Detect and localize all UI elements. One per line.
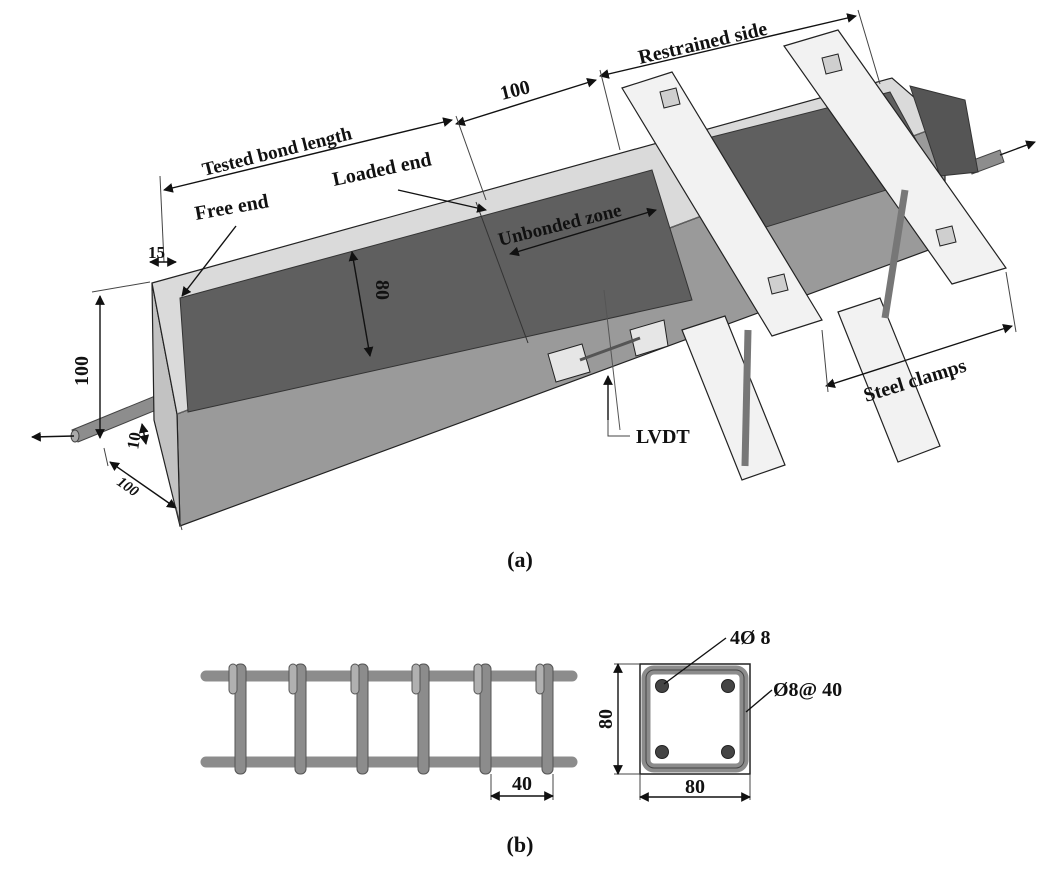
free-end-pointer (181, 225, 237, 297)
unbonded-zone-start-line (475, 201, 529, 344)
stirrup (541, 663, 554, 775)
dim-10-line (138, 423, 150, 445)
dim-100-height-label: 100 (71, 356, 93, 386)
lvdt-device (547, 319, 669, 383)
longitudinal-bars-label: 4Ø 8 (730, 627, 771, 649)
dim-100-width-label: 100 (114, 474, 142, 500)
loaded-end-pointer (397, 189, 487, 213)
unbonded-zone-end-line (603, 289, 621, 431)
width-80-label: 80 (685, 776, 705, 798)
load-arrow-right-icon (999, 140, 1036, 156)
stirrups-pointer (745, 689, 773, 713)
loaded-end-label: Loaded end (330, 148, 433, 190)
dim-80-line (348, 251, 374, 357)
stirrup (417, 663, 430, 775)
spacing-40-label: 40 (512, 773, 532, 795)
stirrup (356, 663, 369, 775)
dim-15-label: 15 (148, 243, 165, 262)
unbonded-zone-dimension (509, 207, 657, 257)
stirrup (234, 663, 247, 775)
restrained-side-label: Restrained side (636, 18, 769, 69)
steel-clamp-1 (621, 71, 823, 481)
dim-80-label: 80 (371, 280, 393, 300)
panel-b-caption: (b) (507, 832, 534, 857)
load-arrow-left-icon (31, 431, 75, 442)
panel-a-specimen: Restrained side 100 Tested bond length L… (31, 9, 1036, 572)
dim-100-top-label: 100 (498, 76, 532, 105)
dim-100-top-line (455, 77, 597, 127)
reinforcement-cage-elevation (200, 663, 578, 775)
tested-bond-length-dimension (163, 117, 453, 193)
longitudinal-bar-section (721, 745, 735, 759)
longitudinal-bar-section (655, 745, 669, 759)
height-80-label: 80 (595, 709, 617, 729)
free-end-label: Free end (193, 190, 270, 225)
panel-b-reinforcement: 40 4Ø 8 Ø8@ 40 80 80 (b) (200, 627, 842, 857)
panel-a-caption: (a) (507, 547, 533, 572)
stirrup (294, 663, 307, 775)
stirrups-label: Ø8@ 40 (773, 679, 842, 701)
lvdt-label: LVDT (636, 426, 690, 448)
dim-10-label: 10 (123, 431, 145, 451)
dim-100-width-line (109, 461, 177, 509)
longitudinal-bars-pointer (663, 637, 727, 685)
stirrup (479, 663, 492, 775)
cross-section (639, 663, 751, 775)
longitudinal-bar-section (721, 679, 735, 693)
left-steel-rod (70, 393, 167, 443)
steel-clamps-dimension (825, 324, 1013, 388)
restrained-side-dimension (599, 13, 857, 79)
